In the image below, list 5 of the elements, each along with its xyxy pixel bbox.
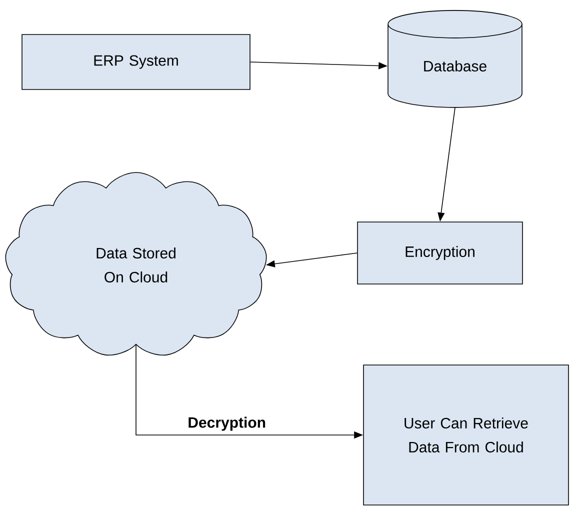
process-box: Encryption [357,222,523,284]
edge-label: Decryption [186,416,268,432]
database-cylinder: Database [388,10,522,108]
process-box: User Can Retrieve Data From Cloud [363,364,569,506]
process-box: ERP System [22,34,250,90]
